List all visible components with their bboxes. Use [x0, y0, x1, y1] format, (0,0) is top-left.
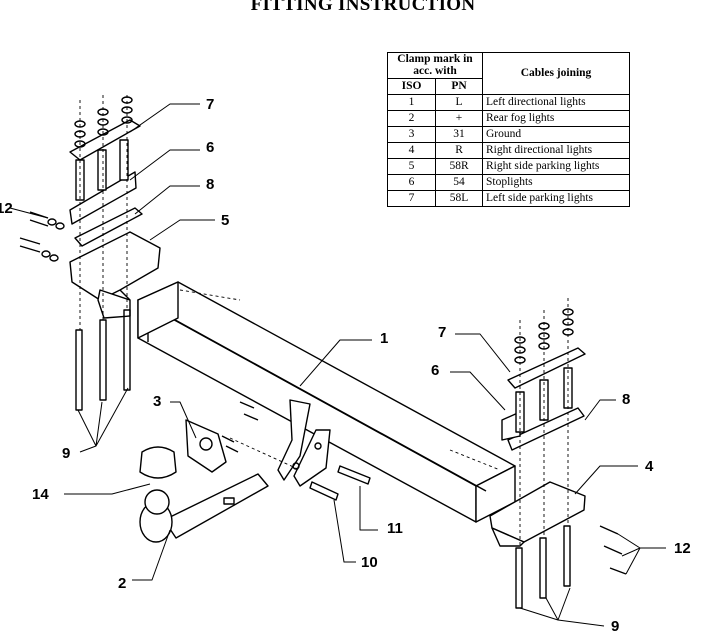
cables-joining-table: Clamp mark in acc. with Cables joining I…	[386, 52, 630, 207]
callout-7-right: 7	[438, 324, 447, 341]
row-pn: 54	[435, 174, 483, 191]
callout-12-right: 12	[674, 540, 691, 557]
header-pn: PN	[435, 78, 483, 95]
row-iso: 7	[386, 190, 437, 207]
row-pn: 58L	[435, 190, 483, 207]
row-iso: 2	[386, 110, 437, 127]
right-bracket	[489, 481, 586, 547]
header-cables-joining: Cables joining	[482, 52, 630, 95]
row-cables-joining: Rear fog lights	[482, 110, 630, 127]
callout-6-left: 6	[206, 139, 215, 156]
right-plates	[501, 308, 627, 609]
callout-9-left: 9	[62, 445, 71, 462]
callout-6-right: 6	[431, 362, 440, 379]
callout-11: 11	[387, 520, 403, 537]
callout-12-left: 12	[0, 200, 13, 217]
callout-4: 4	[645, 458, 654, 475]
table-row: 2+Rear fog lights	[386, 110, 630, 127]
callout-5: 5	[221, 212, 230, 229]
callout-7-left: 7	[206, 96, 215, 113]
row-pn: +	[435, 110, 483, 127]
row-iso: 3	[386, 126, 437, 143]
row-iso: 4	[386, 142, 437, 159]
row-iso: 6	[386, 174, 437, 191]
row-pn: R	[435, 142, 483, 159]
callout-14: 14	[32, 486, 49, 503]
callout-9-right: 9	[611, 618, 620, 635]
row-cables-joining: Right side parking lights	[482, 158, 630, 175]
main-beam	[137, 281, 516, 523]
document-title: FITTING INSTRUCTION	[250, 0, 476, 15]
row-pn: L	[435, 94, 483, 111]
callout-3: 3	[153, 393, 162, 410]
row-iso: 1	[386, 94, 437, 111]
center-bracket	[277, 399, 331, 487]
header-clamp-mark: Clamp mark in acc. with	[387, 52, 483, 79]
row-cables-joining: Ground	[482, 126, 630, 143]
callout-1: 1	[380, 330, 389, 347]
callout-8-right: 8	[622, 391, 631, 408]
row-pn: 58R	[435, 158, 483, 175]
left-plates	[69, 119, 143, 247]
ball-bar	[139, 446, 269, 543]
left-bracket	[69, 231, 161, 319]
socket-plate	[185, 401, 259, 473]
callout-8-left: 8	[206, 176, 215, 193]
header-iso: ISO	[386, 78, 437, 95]
callout-2: 2	[118, 575, 127, 592]
row-iso: 5	[386, 158, 437, 175]
bolts	[309, 465, 371, 501]
row-cables-joining: Left side parking lights	[482, 190, 630, 207]
row-cables-joining: Left directional lights	[482, 94, 630, 111]
callout-10: 10	[361, 554, 378, 571]
row-cables-joining: Right directional lights	[482, 142, 630, 159]
row-cables-joining: Stoplights	[482, 174, 630, 191]
row-pn: 31	[435, 126, 483, 143]
